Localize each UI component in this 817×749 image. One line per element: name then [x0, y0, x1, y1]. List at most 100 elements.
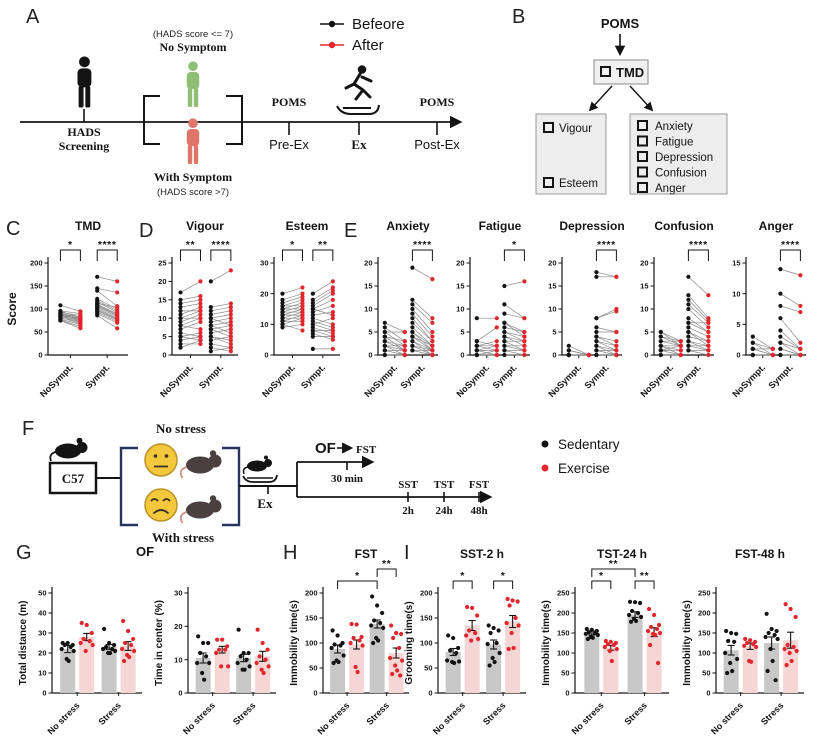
panel-label-b: B [512, 6, 526, 28]
svg-text:No stress: No stress [570, 700, 606, 736]
30min-label: 30 min [331, 473, 363, 485]
svg-text:20: 20 [364, 259, 372, 268]
svg-text:10: 10 [38, 669, 46, 678]
svg-text:****: **** [689, 239, 708, 251]
svg-text:*: * [460, 570, 465, 582]
with-stress-label: With stress [152, 530, 214, 545]
of-panel-title: OF [135, 544, 155, 559]
svg-text:30: 30 [260, 259, 268, 268]
svg-text:10: 10 [548, 305, 556, 314]
svg-text:5: 5 [736, 320, 740, 329]
svg-text:50: 50 [424, 664, 432, 673]
svg-text:0: 0 [460, 351, 464, 360]
sedentary-exercise-legend: Sedentary Exercise [541, 437, 620, 476]
vigour-item: Vigour [559, 123, 592, 135]
before-dot-icon [328, 20, 336, 28]
svg-text:No stress: No stress [181, 700, 217, 736]
svg-text:0: 0 [38, 351, 42, 360]
svg-text:NoSympt.: NoSympt. [38, 362, 75, 399]
48h-label: 48h [470, 505, 487, 517]
no-stress-mouse-icon [179, 450, 222, 479]
svg-text:30: 30 [38, 629, 46, 638]
svg-text:250: 250 [557, 589, 570, 598]
svg-text:200: 200 [305, 589, 318, 598]
svg-text:*: * [355, 570, 360, 582]
fatigue-item: Fatigue [655, 137, 693, 149]
svg-text:Confusion: Confusion [654, 219, 713, 233]
svg-text:Sympt.: Sympt. [83, 362, 111, 390]
sst-label: SST [398, 479, 418, 491]
svg-text:**: ** [609, 558, 619, 570]
svg-text:0: 0 [565, 689, 569, 698]
svg-text:*: * [599, 570, 604, 582]
svg-text:30: 30 [174, 589, 182, 598]
svg-text:50: 50 [561, 669, 569, 678]
depression-checkbox-icon [637, 151, 648, 162]
svg-text:0: 0 [264, 351, 268, 360]
svg-text:100: 100 [420, 639, 433, 648]
svg-text:10: 10 [640, 305, 648, 314]
svg-text:50: 50 [38, 589, 46, 598]
svg-text:20: 20 [260, 289, 268, 298]
tmd-box [593, 59, 649, 85]
panelB-poms-structure-diagram: POMS TMD Vigour Esteem Anxiety Fatigue D… [535, 16, 728, 195]
svg-text:No stress: No stress [46, 700, 82, 736]
before-after-legend: Befeore After [320, 16, 405, 54]
no-stress-label: No stress [156, 421, 206, 436]
panel-label-a: A [26, 6, 40, 28]
svg-text:Vigour: Vigour [186, 219, 224, 233]
svg-text:100: 100 [698, 649, 711, 658]
svg-text:0: 0 [162, 351, 166, 360]
svg-text:Stress: Stress [622, 700, 649, 727]
poms-pre-label: POMS [272, 95, 307, 109]
svg-text:100: 100 [557, 649, 570, 658]
svg-text:Depression: Depression [559, 219, 624, 233]
panel-label-c: C [6, 218, 21, 240]
exercise-dot-icon [541, 464, 549, 472]
svg-text:**: ** [186, 239, 196, 251]
svg-text:20: 20 [456, 259, 464, 268]
screening-person-icon [77, 56, 92, 108]
svg-text:10: 10 [260, 320, 268, 329]
svg-text:40: 40 [38, 609, 46, 618]
of-label: OF [315, 440, 336, 457]
svg-text:150: 150 [305, 614, 318, 623]
svg-text:Fatigue: Fatigue [479, 219, 522, 233]
svg-text:SST-2 h: SST-2 h [460, 547, 504, 561]
sad-face-icon [144, 488, 178, 522]
svg-text:10: 10 [732, 289, 740, 298]
svg-text:250: 250 [698, 589, 711, 598]
svg-text:Time in center (%): Time in center (%) [154, 600, 165, 686]
anger-checkbox-icon [637, 182, 648, 193]
svg-text:NoSympt.: NoSympt. [158, 362, 195, 399]
panel-label-g: G [16, 542, 32, 564]
depression-item: Depression [655, 152, 713, 164]
svg-text:Sympt.: Sympt. [197, 362, 225, 390]
svg-text:Esteem: Esteem [286, 219, 329, 233]
anxiety-item: Anxiety [655, 121, 693, 133]
svg-text:20: 20 [548, 259, 556, 268]
no-symptom-label: No Symptom [159, 40, 226, 54]
split-bracket-left [143, 95, 160, 145]
svg-text:200: 200 [420, 589, 433, 598]
legend-after-label: After [352, 37, 384, 54]
split-bracket-right [226, 95, 243, 145]
neutral-face-icon [144, 443, 178, 477]
panelF-mouse-protocol-diagram: C57 No stress [48, 421, 620, 545]
svg-text:Stress: Stress [96, 700, 123, 727]
svg-text:Sympt.: Sympt. [675, 362, 703, 390]
esteem-checkbox-icon [543, 177, 554, 188]
svg-text:NoSympt.: NoSympt. [546, 362, 583, 399]
